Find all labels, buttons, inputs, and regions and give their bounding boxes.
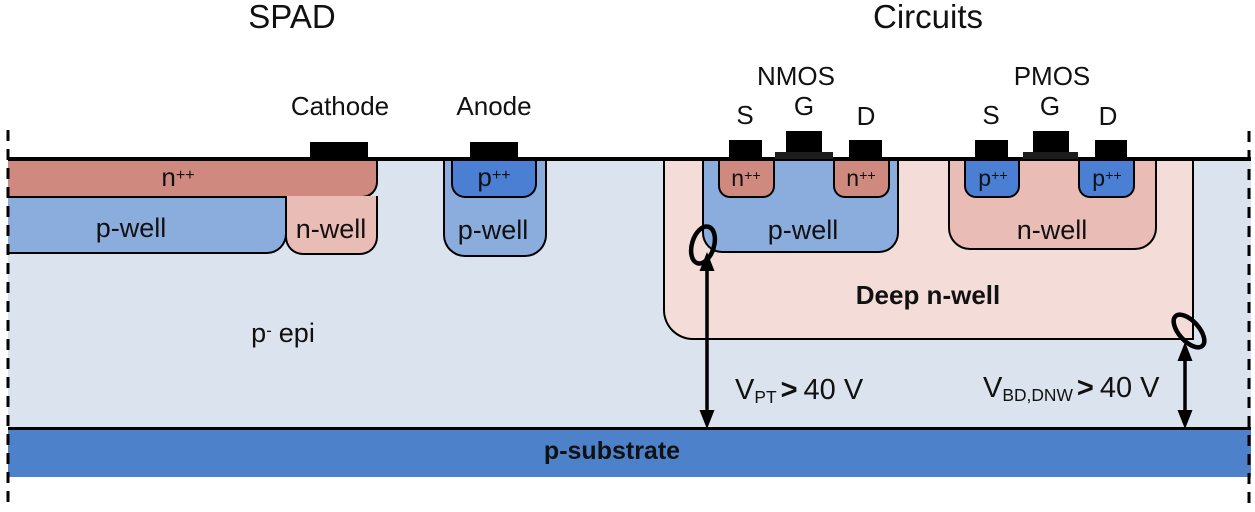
spad-n-well-label: n-well <box>295 214 367 244</box>
pmos-title: PMOS <box>1013 61 1091 91</box>
nmos-gate-label: G <box>793 91 815 121</box>
p-epi-label: p-epi <box>251 318 315 348</box>
pmos-source-contact <box>975 140 1008 159</box>
superscript: ++ <box>175 166 195 184</box>
pmos-drain-label: D <box>1098 101 1118 131</box>
nmos-n-plus-drain-label: n++ <box>846 165 876 191</box>
spad-title: SPAD <box>248 0 336 35</box>
region-pmos-p-plus-drain <box>1078 161 1135 198</box>
nmos-gate-oxide <box>775 152 833 159</box>
nmos-n-plus-source-label: n++ <box>731 165 761 191</box>
superscript: ++ <box>744 168 761 184</box>
region-p-substrate <box>8 427 1251 477</box>
pmos-source-label: S <box>982 100 1000 130</box>
pmos-n-well-label: n-well <box>1016 215 1088 245</box>
region-spad-n-well <box>285 196 378 255</box>
circuits-title: Circuits <box>872 0 984 35</box>
pmos-p-plus-drain-label: p++ <box>1092 165 1122 191</box>
pmos-gate-oxide <box>1023 152 1078 159</box>
region-nmos-n-plus-source <box>718 161 775 198</box>
dnw-breakdown-voltage-label: VBD,DNW>40 V <box>983 372 1160 405</box>
punch-through-voltage-label: VPT>40 V <box>735 374 864 407</box>
pmos-gate-contact <box>1033 131 1069 154</box>
pmos-gate-label: G <box>1039 91 1061 121</box>
region-anode-p-plus <box>451 161 537 198</box>
region-spad-p-well <box>8 196 287 254</box>
superscript: ++ <box>491 166 511 184</box>
region-nmos-n-plus-drain <box>833 161 890 198</box>
spad-p-well-label: p-well <box>95 213 167 243</box>
region-pmos-p-plus-source <box>964 161 1020 198</box>
nmos-drain-label: D <box>856 101 876 131</box>
spad-n-plus-label: n++ <box>161 162 195 192</box>
anode-p-well-label: p-well <box>457 215 529 245</box>
deep-n-well-label: Deep n-well <box>855 280 1001 310</box>
nmos-title: NMOS <box>757 61 835 91</box>
nmos-p-well-label: p-well <box>767 215 839 245</box>
pmos-p-plus-source-label: p++ <box>978 165 1008 191</box>
superscript: - <box>266 321 272 340</box>
nmos-gate-contact <box>786 131 822 154</box>
cathode-contact <box>310 142 368 159</box>
anode-contact <box>470 142 518 159</box>
superscript: ++ <box>859 168 876 184</box>
anode-label: Anode <box>456 91 532 121</box>
pmos-drain-contact <box>1095 140 1127 159</box>
anode-p-plus-label: p++ <box>477 162 511 192</box>
cathode-label: Cathode <box>290 91 390 121</box>
nmos-drain-contact <box>849 140 882 159</box>
superscript: ++ <box>991 168 1008 184</box>
superscript: ++ <box>1105 168 1122 184</box>
p-substrate-label: p-substrate <box>543 437 681 465</box>
nmos-source-contact <box>729 140 762 159</box>
wafer-surface-line <box>8 157 1251 161</box>
nmos-source-label: S <box>736 100 754 130</box>
